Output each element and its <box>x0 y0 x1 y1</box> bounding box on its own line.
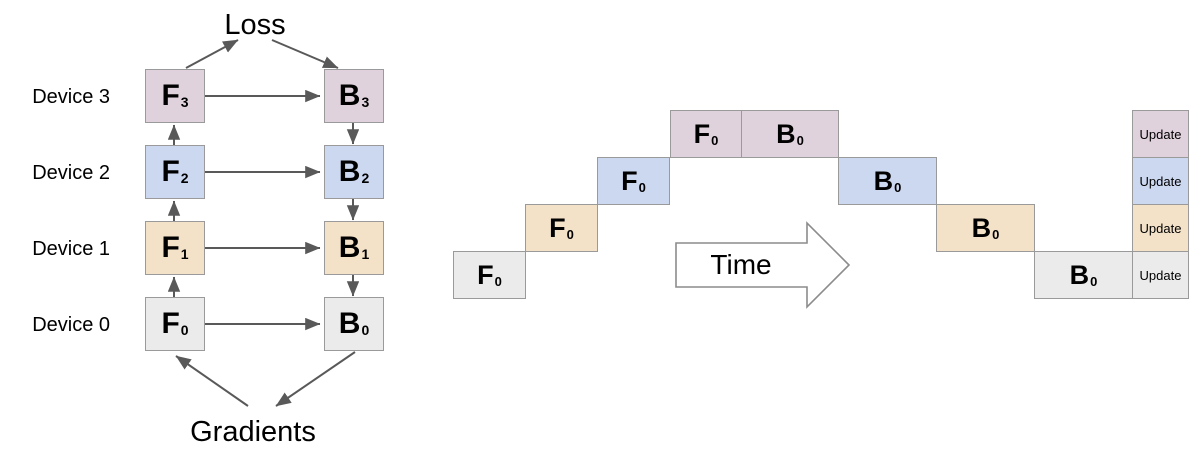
update-cell-device-1[interactable]: Update <box>1132 204 1189 252</box>
device-label-2: Device 2 <box>32 162 110 184</box>
update-cell-device-0[interactable]: Update <box>1132 251 1189 299</box>
update-cell-device-2[interactable]: Update <box>1132 157 1189 205</box>
gradients-label: Gradients <box>190 416 316 448</box>
device-label-1: Device 1 <box>32 238 110 260</box>
left-panel-arrows <box>167 39 360 407</box>
device-label-0: Device 0 <box>32 314 110 336</box>
time-arrow-icon <box>675 221 851 309</box>
time-label: Time <box>710 249 772 280</box>
update-cell-device-3[interactable]: Update <box>1132 110 1189 158</box>
device-label-3: Device 3 <box>32 86 110 108</box>
loss-label: Loss <box>224 9 286 41</box>
